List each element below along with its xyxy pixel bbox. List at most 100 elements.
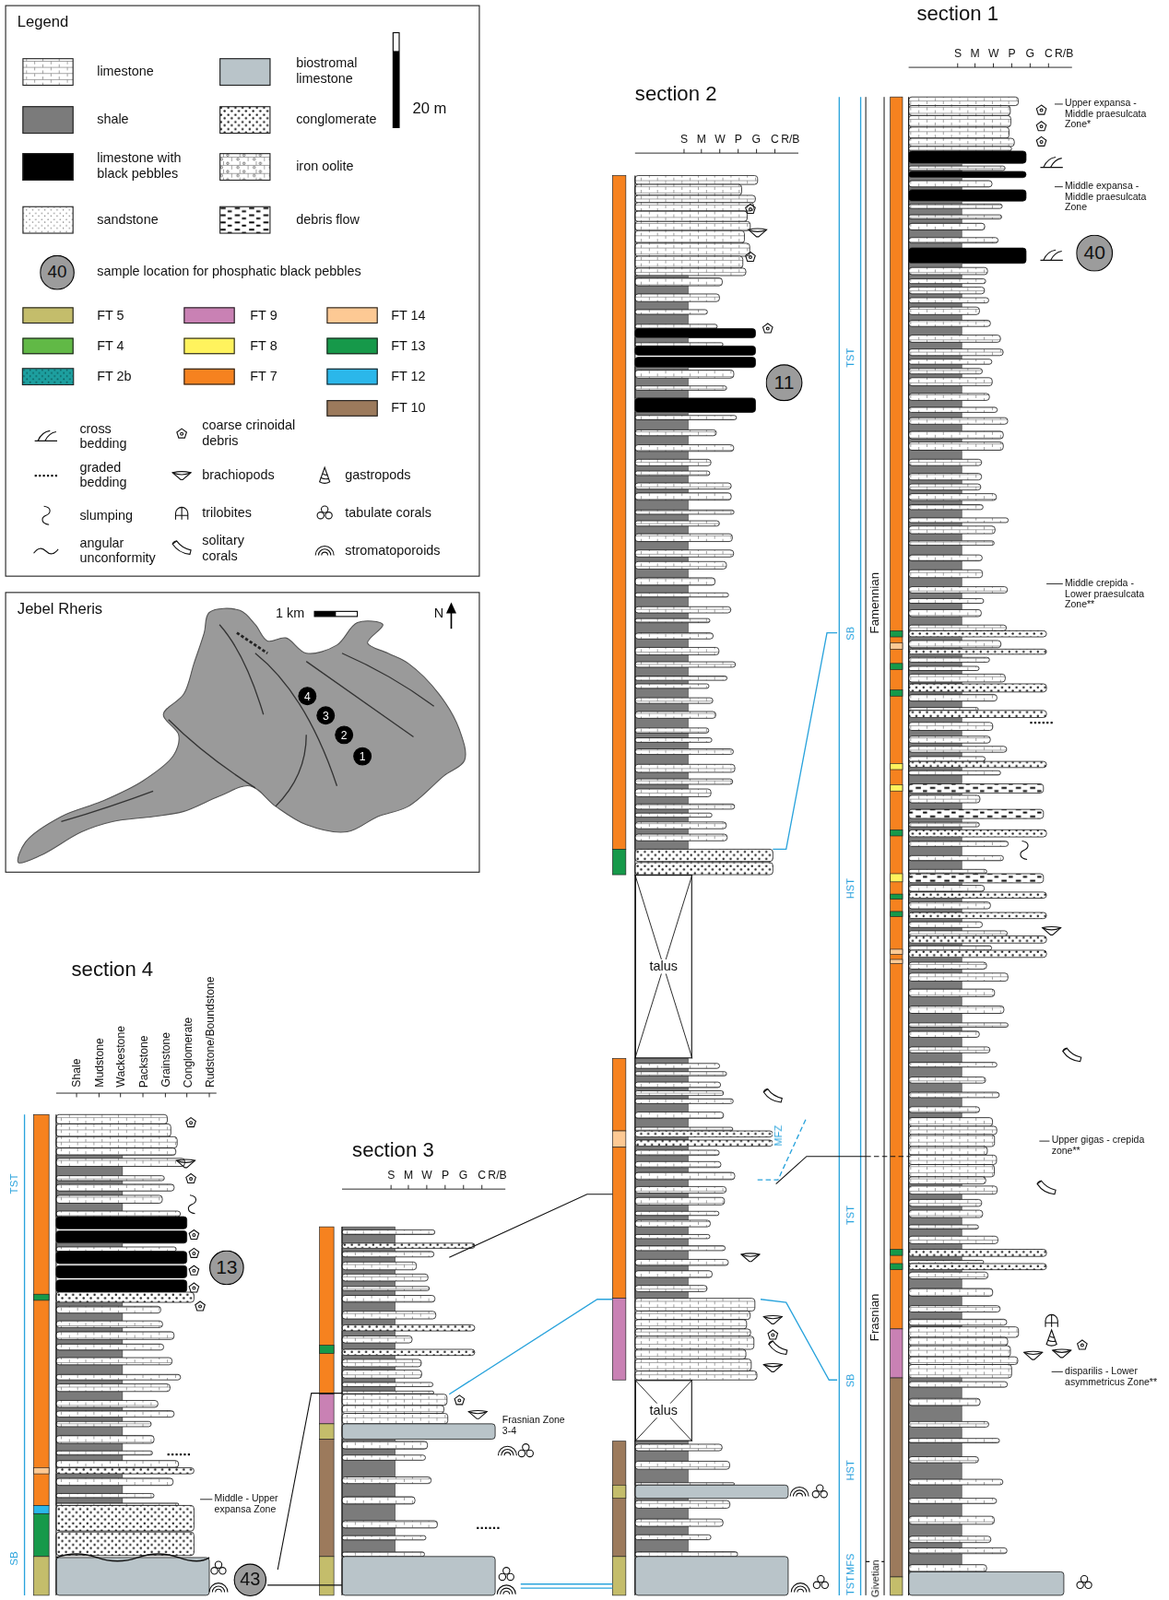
node-label: talus [647, 1404, 680, 1419]
brach-symbol [172, 472, 191, 481]
fossil-symbols [167, 105, 1093, 1595]
sequence-label: MFS [844, 1552, 856, 1577]
texture-scale-label: M [970, 47, 981, 60]
crinoid-symbol [1077, 1340, 1088, 1350]
brach-symbol [741, 1253, 760, 1263]
node-label: 40 [1083, 242, 1105, 264]
legend-label: shale [96, 111, 129, 128]
brach-symbol [763, 1315, 782, 1324]
legend-symbol [309, 463, 341, 489]
legend-swatch [326, 338, 378, 355]
stage-label: Famennian [868, 570, 883, 635]
talus-box: talus [635, 1380, 693, 1441]
stage-label: Frasnian [867, 1292, 882, 1343]
facies-bar [612, 175, 626, 1595]
strom-symbol [209, 1583, 228, 1594]
brach-symbol [1052, 1349, 1072, 1358]
texture-scale-label: R/B [487, 1169, 507, 1182]
tabulate-symbol [518, 1444, 533, 1458]
legend-swatch [22, 368, 73, 386]
texture-scale [56, 63, 1073, 1190]
crinoid-symbol [454, 1395, 465, 1406]
tabulate-symbol [317, 506, 332, 520]
texture-scale-label: Rudstone/Boundstone [202, 976, 216, 1088]
graded-symbol [35, 475, 58, 477]
facies-bar [34, 1114, 50, 1596]
legend-label: FT 4 [96, 338, 124, 355]
tabulate-symbol [813, 1576, 828, 1590]
crinoid-symbol [745, 203, 756, 213]
sequence-label: SB [844, 625, 856, 641]
crinoid-symbol [767, 1330, 779, 1340]
strom-symbol [315, 545, 334, 555]
sample-marker: 40 [1075, 235, 1113, 272]
biozone-note: Middle expansa - Middle praesulcata Zone [1064, 180, 1163, 213]
sequence-label: SB [8, 1550, 21, 1568]
texture-scale-label: S [387, 1169, 395, 1182]
section-location: 2 [334, 725, 354, 744]
legend-swatch [183, 338, 235, 355]
biozone-note: Upper expansa - Middle praesulcata Zone* [1064, 97, 1163, 130]
solitary-symbol [763, 1089, 782, 1103]
legend-label: coarse crinoidal debris [201, 418, 313, 449]
texture-scale-label: Wackestone [114, 1026, 128, 1088]
section-title: section 2 [635, 82, 718, 106]
graded-symbol [1029, 722, 1052, 724]
texture-scale-label: M [696, 132, 707, 146]
brach-symbol [748, 228, 768, 237]
north-label: N [434, 606, 444, 622]
cross-symbol [1039, 157, 1063, 168]
tabulate-symbol [812, 1485, 827, 1499]
texture-scale-label: G [459, 1169, 468, 1182]
sample-marker: 13 [209, 1251, 245, 1287]
node-label: 4 [304, 690, 311, 703]
texture-scale-label: S [680, 132, 688, 146]
biozone-note: Middle crepida - Lower praesulcata Zone*… [1064, 578, 1163, 611]
solitary-symbol [172, 541, 191, 555]
legend-label: graded bedding [79, 460, 143, 491]
sample-marker: 40 [39, 255, 75, 291]
texture-scale-label: Conglomerate [180, 1016, 194, 1088]
solitary-symbol [768, 1341, 788, 1355]
tabulate-symbol [211, 1561, 226, 1575]
slump-symbol [1020, 841, 1028, 861]
texture-scale-label: G [752, 132, 761, 146]
brach-symbol [763, 1364, 782, 1373]
legend-symbol [30, 425, 61, 450]
biozone-note: Middle - Upper expansa Zone [214, 1493, 289, 1516]
texture-scale-label: G [1025, 47, 1034, 60]
biozone-note: Upper gigas - crepida zone** [1051, 1134, 1155, 1158]
legend-box: Legend40limestonebiostromal limestonesha… [5, 5, 481, 578]
legend-label: FT 2b [96, 368, 131, 385]
legend-swatch [219, 153, 271, 181]
texture-scale-label: P [441, 1169, 449, 1182]
biozone-note: disparilis - Lower asymmetricus Zone** [1064, 1366, 1163, 1389]
legend-label: sample location for phosphatic black peb… [96, 263, 362, 280]
section-column [909, 96, 1064, 1596]
legend-symbol [166, 463, 198, 489]
texture-scale-label: M [403, 1169, 414, 1182]
legend-label: iron oolite [295, 158, 354, 175]
unconf-symbol [34, 548, 60, 555]
node-label: Legend [17, 12, 69, 30]
legend-swatch [22, 307, 73, 324]
node-label: 13 [215, 1257, 237, 1279]
talus-box: talus [635, 874, 693, 1059]
node-label: Jebel Rheris [17, 600, 103, 617]
legend-swatch [219, 106, 271, 134]
solitary-symbol [1062, 1048, 1082, 1062]
crinoid-symbol [188, 1248, 200, 1258]
brach-symbol [177, 1159, 196, 1169]
legend-label: gastropods [344, 468, 411, 485]
legend-symbol [166, 501, 198, 527]
stage-label: Givetian [869, 1558, 881, 1599]
solitary-symbol [1037, 1180, 1056, 1194]
brach-symbol [468, 1410, 487, 1419]
legend-symbol [166, 421, 198, 447]
cross-symbol [35, 430, 58, 441]
gastro-symbol [319, 467, 331, 484]
legend-symbol [166, 537, 198, 563]
brach-symbol [1042, 927, 1062, 936]
section-column [635, 175, 789, 1595]
